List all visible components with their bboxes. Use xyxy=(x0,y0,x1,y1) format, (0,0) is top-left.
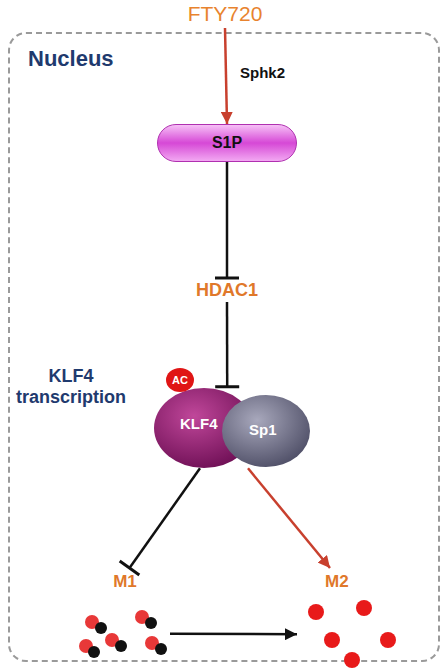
node-text: HDAC1 xyxy=(196,280,258,301)
hdac1-label: HDAC1 xyxy=(185,278,269,302)
activation-arrow xyxy=(248,468,330,568)
node-text: M1 xyxy=(80,568,170,592)
acetyl-mark: AC xyxy=(166,368,194,392)
connector-group xyxy=(215,162,239,278)
connector-group xyxy=(248,468,330,568)
node-text: Sp1 xyxy=(249,421,277,438)
connector-group xyxy=(215,302,239,387)
m1-cells xyxy=(79,610,167,658)
activation-arrow xyxy=(170,632,297,635)
connector-group xyxy=(170,633,297,635)
connector-group xyxy=(225,28,227,124)
inhibition-line xyxy=(226,302,229,387)
annotation-label: KLF4 transcription xyxy=(6,366,136,408)
inhibition-line xyxy=(130,468,201,568)
edge-label: Sphk2 xyxy=(240,64,285,81)
node-text: KLF4 xyxy=(180,415,218,432)
activation-arrow xyxy=(225,28,227,124)
m2-cells xyxy=(308,600,396,668)
inhibition-line xyxy=(226,162,229,278)
klf4-sp1-complex: KLF4 Sp1 xyxy=(152,385,312,470)
drug-label: FTY720 xyxy=(170,0,280,28)
sp1-blob xyxy=(222,395,310,467)
complex-shape xyxy=(152,385,312,470)
nucleus-compartment: NucleusS1P HDAC1AC KLF4 Sp1M1 M2 xyxy=(8,32,440,662)
node-text: AC xyxy=(172,374,188,386)
s1p-pill: S1P xyxy=(157,124,297,162)
node-text: M2 xyxy=(297,568,407,592)
node-text: FTY720 xyxy=(188,2,263,26)
inhibition-bar xyxy=(215,385,239,388)
node-text: Nucleus xyxy=(28,46,114,72)
connector-group xyxy=(120,468,200,575)
node-text: S1P xyxy=(212,134,242,152)
inhibition-bar xyxy=(215,277,239,280)
